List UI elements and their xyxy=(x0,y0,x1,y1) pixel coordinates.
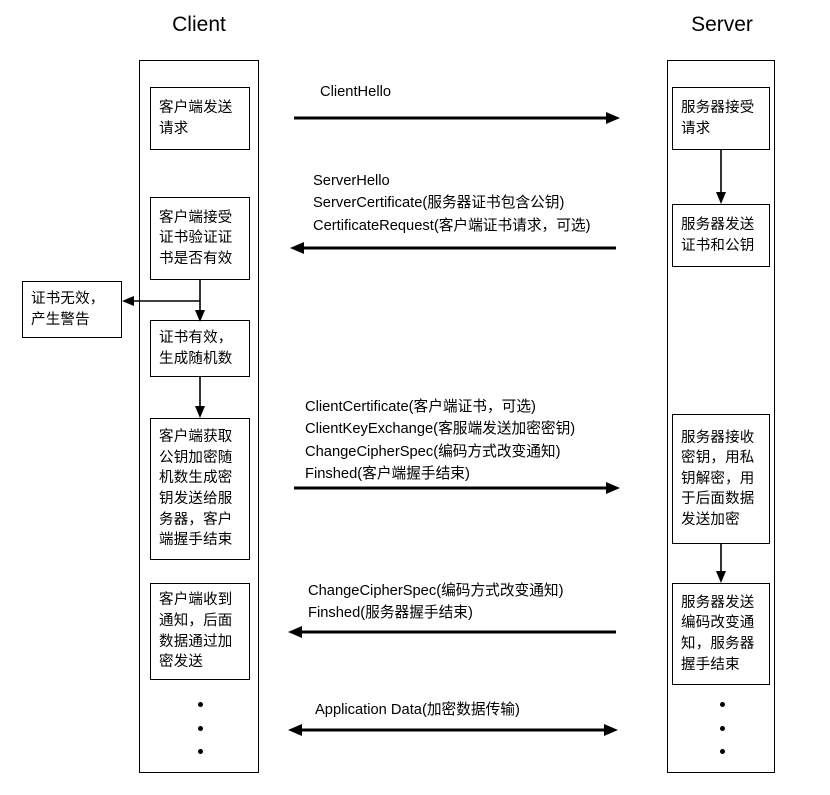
message-arrow-client-hello xyxy=(294,112,620,124)
node-server-send-cert: 服务器发送 证书和公钥 xyxy=(672,204,770,267)
client-connector-valid-to-encrypt xyxy=(195,377,205,418)
node-server-accept-request: 服务器接受 请求 xyxy=(672,87,770,150)
dot xyxy=(197,749,203,754)
node-server-send-changecipher: 服务器发送 编码改变通 知，服务器 握手结束 xyxy=(672,583,770,685)
lane-title-server: Server xyxy=(691,13,753,36)
dot xyxy=(197,702,203,707)
message-label-client-hello: ClientHello xyxy=(320,84,392,100)
server-connector-decrypt-to-changecipher xyxy=(716,544,726,583)
message-label-application-data: Application Data(加密数据传输) xyxy=(315,702,520,718)
node-cert-valid-random: 证书有效， 生成随机数 xyxy=(150,320,250,377)
message-label-server-changecipher: ChangeCipherSpec(编码方式改变通知) Finshed(服务器握手… xyxy=(308,583,564,622)
dot xyxy=(197,725,203,731)
node-client-send-request: 客户端发送 请求 xyxy=(150,87,250,150)
client-continuation-dots xyxy=(195,702,205,754)
server-connector-accept-to-sendcert xyxy=(716,150,726,204)
node-client-encrypt-key: 客户端获取 公钥加密随 机数生成密 钥发送给服 务器，客户 端握手结束 xyxy=(150,418,250,560)
dot xyxy=(719,749,725,754)
message-label-client-key-exchange: ClientCertificate(客户端证书，可选) ClientKeyExc… xyxy=(305,399,576,483)
message-arrow-server-hello xyxy=(290,242,616,254)
client-branch-connectors xyxy=(122,280,205,322)
message-label-server-hello: ServerHello ServerCertificate(服务器证书包含公钥)… xyxy=(313,173,591,234)
message-arrow-application-data xyxy=(288,724,618,736)
node-server-decrypt-key: 服务器接收 密钥，用私 钥解密，用 于后面数据 发送加密 xyxy=(672,414,770,544)
node-cert-invalid-alert: 证书无效， 产生警告 xyxy=(22,281,122,338)
message-arrow-client-key-exchange xyxy=(294,482,620,494)
node-client-receive-notice: 客户端收到 通知，后面 数据通过加 密发送 xyxy=(150,583,250,680)
lane-title-client: Client xyxy=(172,13,226,36)
node-client-verify-cert: 客户端接受 证书验证证 书是否有效 xyxy=(150,197,250,280)
dot xyxy=(719,702,725,707)
dot xyxy=(719,725,725,731)
server-continuation-dots xyxy=(717,702,727,754)
message-arrow-server-changecipher xyxy=(288,626,616,638)
